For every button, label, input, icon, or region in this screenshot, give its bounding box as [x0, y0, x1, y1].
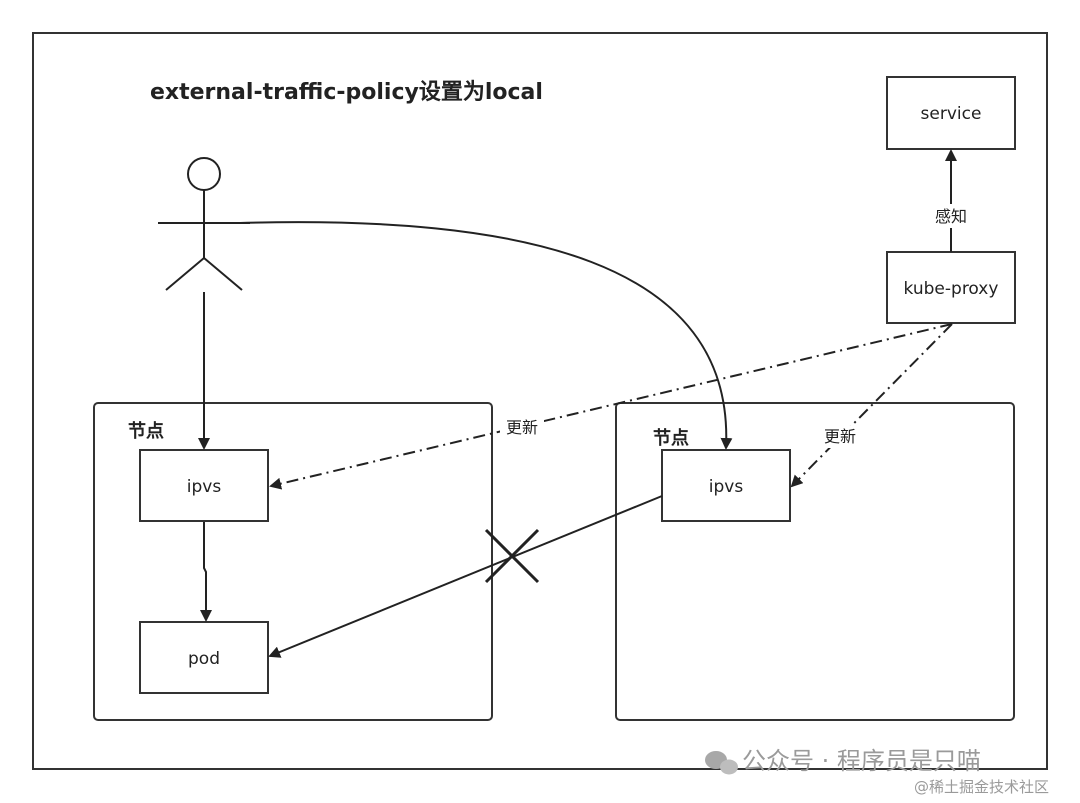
edge-sense-label: 感知: [935, 207, 967, 226]
diagram-title: external-traffic-policy设置为local: [150, 80, 543, 105]
node-group-right: [615, 402, 1015, 721]
edge-update-right-label-bg: [818, 426, 862, 448]
edge-update-left-label: 更新: [506, 418, 538, 437]
ipvs-right-box: [661, 449, 791, 522]
ipvs-left-label: ipvs: [187, 477, 222, 497]
pod-box: [139, 621, 269, 694]
edge-kube-proxy-update-left: [269, 323, 953, 490]
node-group-right-label: 节点: [653, 427, 689, 449]
edge-kube-proxy-update-right: [790, 323, 953, 488]
service-label: service: [921, 104, 982, 124]
edge-update-left-label-bg: [500, 417, 544, 439]
node-group-left-label: 节点: [128, 420, 164, 442]
node-group-left: [93, 402, 493, 721]
watermark-main: 公众号 · 程序员是只喵: [742, 747, 981, 775]
wechat-logo-icon: [705, 751, 738, 775]
watermark-sub: @稀土掘金技术社区: [914, 778, 1049, 796]
edge-user-to-ipvs-right: [239, 221, 733, 450]
ipvs-left-box: [139, 449, 269, 522]
diagram-frame: [32, 32, 1048, 770]
kube-proxy-label: kube-proxy: [904, 279, 999, 299]
kube-proxy-box: [886, 251, 1016, 324]
blocked-cross-icon: [484, 528, 540, 584]
user-actor-icon: [158, 157, 250, 291]
edge-ipvs-right-to-pod: [268, 495, 663, 658]
edge-ipvs-left-to-pod: [200, 522, 212, 622]
edge-sense-label-bg: [929, 204, 973, 228]
ipvs-right-label: ipvs: [709, 477, 744, 497]
service-box: [886, 76, 1016, 150]
pod-label: pod: [188, 649, 220, 669]
edge-update-right-label: 更新: [824, 427, 856, 446]
